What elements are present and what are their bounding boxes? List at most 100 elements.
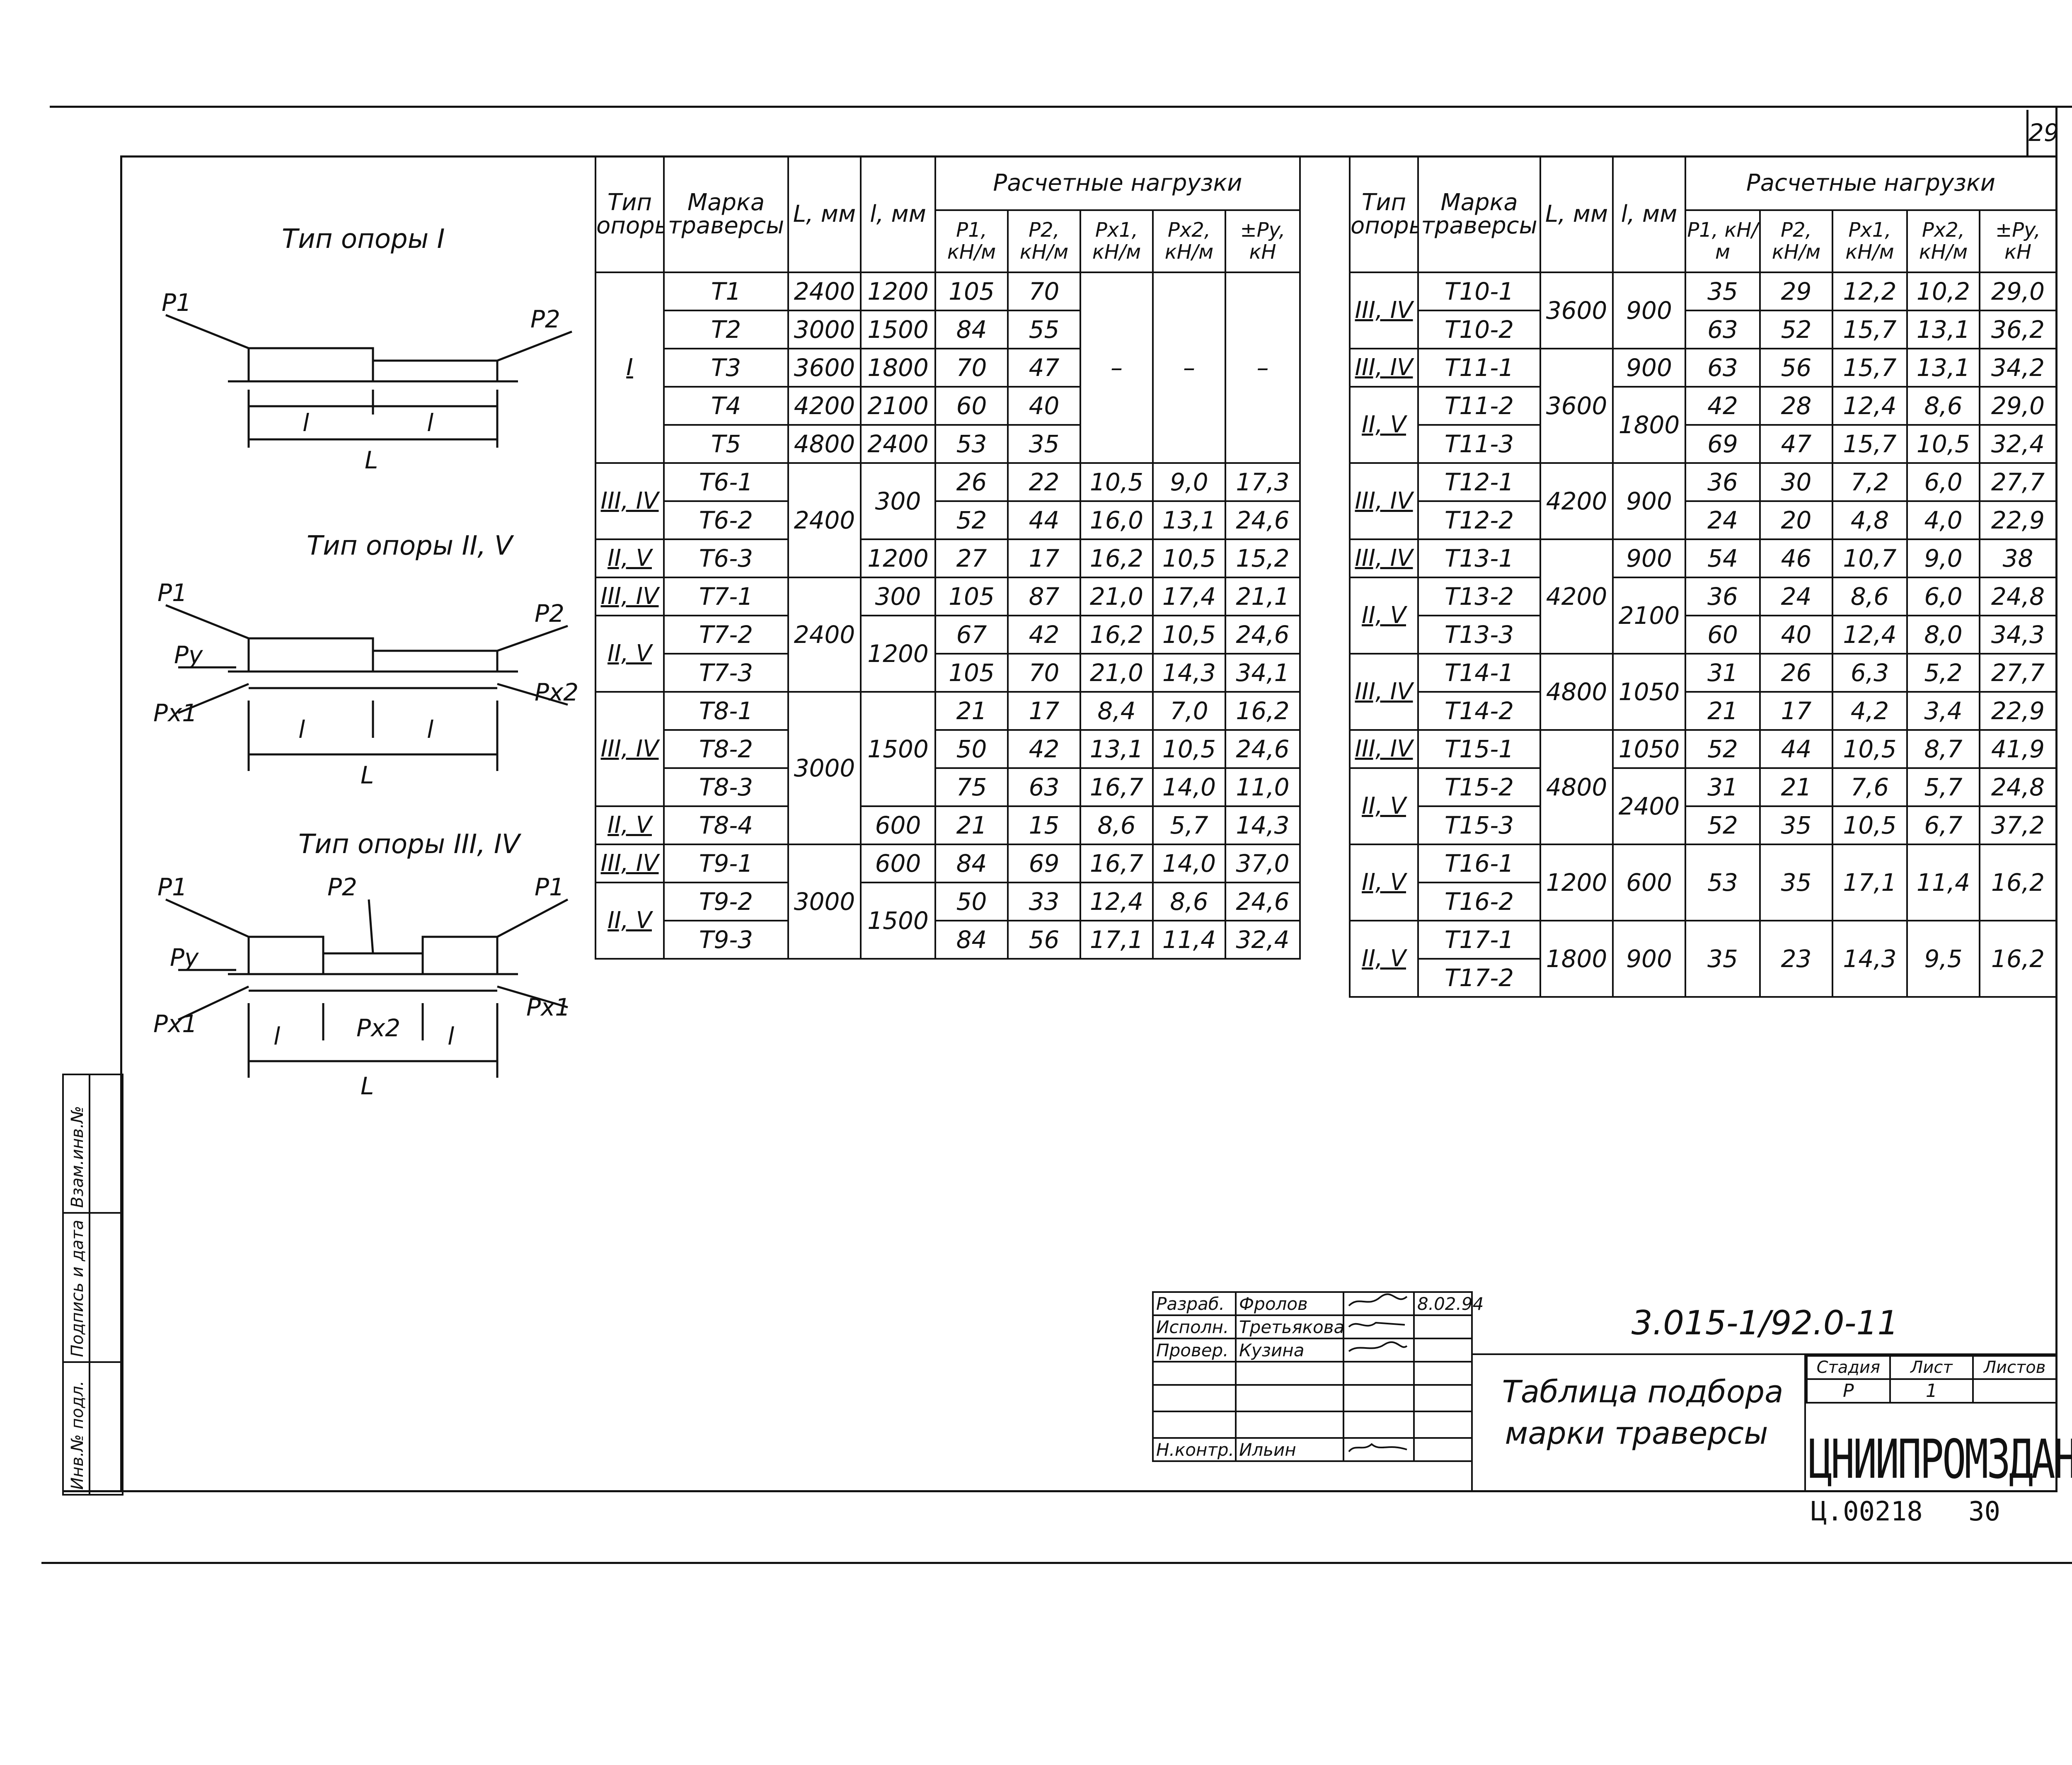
left-px2-cell: 14,0 (1152, 844, 1226, 883)
left-px1-cell: – (1080, 272, 1154, 464)
left-px2-cell: 8,6 (1152, 882, 1226, 921)
right-type-cell: III, IV (1349, 272, 1419, 349)
right-p1-cell: 31 (1685, 653, 1761, 693)
empty-cell (1343, 1411, 1415, 1439)
right-L-cell: 4800 (1539, 729, 1614, 845)
left-p2-cell: 33 (1007, 882, 1081, 921)
left-mark-cell: T9-3 (663, 920, 789, 960)
left-mark-cell: T1 (663, 272, 789, 311)
left-p2-cell: 56 (1007, 920, 1081, 960)
empty-cell (1152, 1384, 1237, 1412)
signature-cell (1343, 1338, 1415, 1363)
left-L-cell: 4200 (787, 386, 862, 426)
left-load-table: Тип опоры Марка траверсы L, мм l, мм Рас… (595, 155, 1301, 960)
diagram-2-l1: l (298, 715, 305, 744)
left-mark-cell: T2 (663, 310, 789, 349)
diagram-1-p2: P2 (530, 305, 560, 333)
right-type-cell: III, IV (1349, 538, 1419, 578)
left-py-cell: – (1225, 272, 1301, 464)
right-mark-cell: T11-3 (1417, 424, 1541, 464)
left-px1-cell: 21,0 (1080, 577, 1154, 616)
right-p2-cell: 17 (1759, 691, 1833, 731)
left-py-cell: 24,6 (1225, 500, 1301, 540)
diagram-3-py: Py (170, 943, 199, 972)
left-hdr-px2: Px2, кН/м (1152, 209, 1226, 273)
left-px1-cell: 10,5 (1080, 462, 1154, 502)
right-l-cell: 900 (1612, 348, 1686, 388)
right-py-cell: 34,2 (1979, 348, 2057, 388)
left-p1-cell: 84 (934, 310, 1009, 349)
signature-cell (1343, 1291, 1415, 1316)
right-hdr-loads: Расчетные нагрузки (1685, 155, 2057, 211)
empty-cell (1152, 1361, 1237, 1386)
right-px2-cell: 6,0 (1906, 577, 1980, 616)
right-mark-cell: T17-1 (1417, 920, 1541, 960)
diagram-3-L: L (361, 1072, 374, 1100)
right-mark-cell: T13-2 (1417, 577, 1541, 616)
right-p2-cell: 20 (1759, 500, 1833, 540)
diagram-1-l2: l (427, 409, 433, 437)
signature-mark (1348, 1293, 1408, 1307)
page-number: 29 (2026, 110, 2059, 155)
left-mark-cell: T8-1 (663, 691, 789, 731)
left-mark-cell: T8-4 (663, 805, 789, 845)
left-px1-cell: 17,1 (1080, 920, 1154, 960)
sheet-label: Лист (1889, 1355, 1974, 1380)
right-load-table: Тип опоры Марка траверсы L, мм l, мм Рас… (1349, 155, 2057, 998)
empty-cell (1413, 1338, 1473, 1363)
left-p1-cell: 50 (934, 882, 1009, 921)
diagram-2-px2: Px2 (535, 678, 579, 706)
left-px1-cell: 8,4 (1080, 691, 1154, 731)
side-stamp-line (64, 1212, 122, 1214)
right-mark-cell: T15-1 (1417, 729, 1541, 769)
right-px1-cell: 7,6 (1832, 767, 1908, 807)
stage-value: Р (1806, 1378, 1891, 1404)
diagram-1: P1 P2 l l L (162, 289, 572, 474)
signature-mark (1348, 1341, 1408, 1352)
left-p2-cell: 70 (1007, 272, 1081, 311)
right-p1-cell: 53 (1685, 844, 1761, 921)
diagram-3-px2: Px2 (356, 1014, 400, 1042)
right-hdr-p1: P1, кН/м (1685, 209, 1761, 273)
signature-cell (1343, 1314, 1415, 1339)
left-p1-cell: 53 (934, 424, 1009, 464)
right-p2-cell: 40 (1759, 615, 1833, 655)
left-L-cell: 3000 (787, 844, 862, 960)
left-L-cell: 2400 (787, 272, 862, 311)
right-p1-cell: 52 (1685, 805, 1761, 845)
left-type-cell: III, IV (595, 691, 665, 807)
right-p2-cell: 21 (1759, 767, 1833, 807)
left-p2-cell: 44 (1007, 500, 1081, 540)
right-px2-cell: 13,1 (1906, 348, 1980, 388)
left-px1-cell: 16,7 (1080, 844, 1154, 883)
right-hdr-L: L, мм (1539, 155, 1614, 273)
diagram-2-py: Py (174, 641, 203, 669)
left-type-cell: I (595, 272, 665, 464)
title-line-2: марки траверсы (1505, 1416, 1768, 1451)
top-border (50, 106, 2072, 108)
left-py-cell: 14,3 (1225, 805, 1301, 845)
right-p2-cell: 26 (1759, 653, 1833, 693)
right-py-cell: 24,8 (1979, 767, 2057, 807)
left-p2-cell: 55 (1007, 310, 1081, 349)
right-py-cell: 24,8 (1979, 577, 2057, 616)
right-p2-cell: 29 (1759, 272, 1833, 311)
left-p1-cell: 50 (934, 729, 1009, 769)
right-mark-cell: T13-1 (1417, 538, 1541, 578)
diagram-1-p1: P1 (162, 289, 191, 317)
right-p1-cell: 24 (1685, 500, 1761, 540)
right-p2-cell: 47 (1759, 424, 1833, 464)
left-p2-cell: 17 (1007, 538, 1081, 578)
right-mark-cell: T16-2 (1417, 882, 1541, 921)
left-type-cell: III, IV (595, 577, 665, 616)
right-p1-cell: 36 (1685, 577, 1761, 616)
diagram-3-p1-right: P1 (535, 875, 564, 901)
left-hdr-px1: Px1, кН/м (1080, 209, 1154, 273)
diagram-3-title: Тип опоры III, IV (298, 829, 520, 860)
right-p1-cell: 35 (1685, 272, 1761, 311)
right-px2-cell: 8,0 (1906, 615, 1980, 655)
left-p2-cell: 42 (1007, 729, 1081, 769)
empty-cell (1235, 1361, 1344, 1386)
right-p2-cell: 52 (1759, 310, 1833, 349)
side-stamp-sign: Подпись и дата (68, 1219, 87, 1357)
